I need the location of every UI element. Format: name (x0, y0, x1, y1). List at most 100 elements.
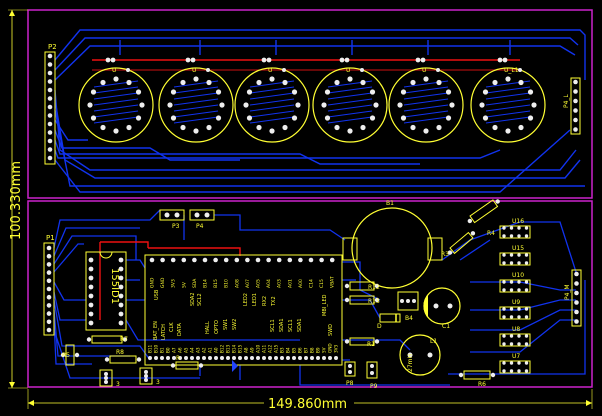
tube-pad (410, 79, 416, 86)
module-top-pad (308, 257, 314, 263)
p8-connector: P8 (344, 361, 356, 387)
resistor-label: R4 (487, 230, 495, 237)
b4-label: B4 (405, 315, 413, 322)
u-label: U10 (512, 272, 524, 279)
tube-label: U (346, 67, 350, 74)
resistor (467, 199, 500, 224)
bottom-trace-16 (342, 261, 381, 301)
tube-pad (87, 102, 93, 108)
tube-pad (445, 115, 452, 121)
p2-pad (47, 53, 53, 59)
tube-pad (90, 115, 97, 121)
tube-pad (531, 102, 537, 108)
label-tx2: TX2 (271, 296, 277, 307)
tube-pad (479, 102, 485, 108)
label-swd: SWD (328, 324, 334, 336)
tube-pad (113, 76, 119, 82)
resistor-label: R5 (62, 352, 70, 359)
tube-pad (215, 89, 222, 95)
u-part: U16 (499, 218, 531, 239)
u-label: U16 (512, 218, 524, 225)
label-scl1: SCL1 (270, 319, 276, 332)
module-top-pin-label: B10 (224, 279, 230, 288)
resistor (447, 231, 476, 255)
p4l-connector: P4_L (563, 77, 581, 135)
top-trace-8 (54, 139, 420, 165)
p4m-connector: P4_M (564, 269, 582, 327)
bottom-trace-2 (53, 235, 137, 265)
c1-label: C1 (442, 323, 450, 330)
p2-pad (47, 155, 53, 161)
tube-pad (113, 128, 119, 134)
module-top-pin-label: 5V (181, 281, 187, 288)
module-top-pad (181, 257, 187, 263)
tube-pad (243, 102, 249, 108)
label-led2: LED2 (243, 293, 249, 306)
resistor (344, 281, 380, 291)
bottom-trace-18 (342, 299, 381, 319)
nixie-tube: U (388, 57, 464, 143)
module-bottom-pin-label: B0 (166, 347, 171, 353)
tube-pad (139, 102, 145, 108)
u-part: U10 (499, 272, 531, 293)
tube-pad (423, 76, 429, 82)
module-bottom-pin-label: A3 (196, 347, 201, 353)
ic-pad (88, 311, 94, 317)
module-bottom-pad (304, 356, 308, 360)
u-part: U9 (499, 299, 531, 320)
tube-pad (360, 124, 366, 131)
tube-pad (527, 89, 534, 95)
module-top-pad (298, 257, 303, 263)
module-bottom-pad (202, 356, 206, 360)
width-dimension-label: 149.860mm (268, 397, 347, 412)
tube-pad (170, 89, 177, 95)
p4l-pad (573, 79, 578, 85)
p2-pad (47, 62, 53, 67)
bottom-trace-0 (53, 209, 161, 249)
p1-pad (46, 262, 52, 267)
bottom-trace-5 (53, 291, 86, 321)
bottom-trace-4 (53, 281, 86, 301)
module-bottom-pin-label: B5 (292, 347, 297, 353)
p1-connector: P1 (43, 234, 55, 336)
top-trace-7 (54, 129, 240, 161)
three-a-label: 3 (116, 381, 120, 388)
tube-pad (400, 115, 407, 121)
ic-label: 155ID1 (109, 268, 120, 304)
tube-pad (324, 89, 331, 95)
capacitor-c1: C1 (423, 287, 461, 330)
module-bottom-pad (274, 356, 278, 360)
tube-pad (505, 76, 511, 82)
ic-pad (88, 284, 94, 290)
module-bottom-pin-label: B6 (298, 347, 303, 353)
bottom-trace-21 (441, 221, 577, 273)
module-bottom-pad (208, 356, 212, 360)
tube-pad (167, 102, 173, 108)
module-bottom-pin-label: A6 (178, 347, 183, 353)
p2-pad (47, 113, 53, 118)
regulator-b4: B4 (397, 291, 419, 322)
module-bottom-pin-label: A2 (202, 347, 207, 353)
ic-155id1: 155ID1 (85, 251, 127, 331)
module-top-pad (329, 257, 335, 263)
module-bottom-pin-label: A12 (268, 344, 273, 353)
tube-pad (193, 128, 199, 134)
module-top-pad (192, 257, 197, 263)
battery-b1: B1 (342, 200, 443, 289)
p4m-pad (574, 309, 579, 315)
module-bottom-pad (190, 356, 194, 360)
module-top-pin-label: B15 (213, 279, 219, 288)
module-bottom-pad (166, 356, 170, 360)
ic-pad (88, 257, 94, 263)
tube-pad (269, 128, 275, 134)
tube-pad (482, 115, 489, 121)
top-trace-0 (54, 29, 586, 80)
ic-pad (118, 293, 124, 299)
top-trace-9 (54, 149, 501, 159)
module-top-pad (245, 257, 250, 263)
three-pin-a: 3 (99, 369, 120, 388)
tube-pad (445, 89, 452, 95)
